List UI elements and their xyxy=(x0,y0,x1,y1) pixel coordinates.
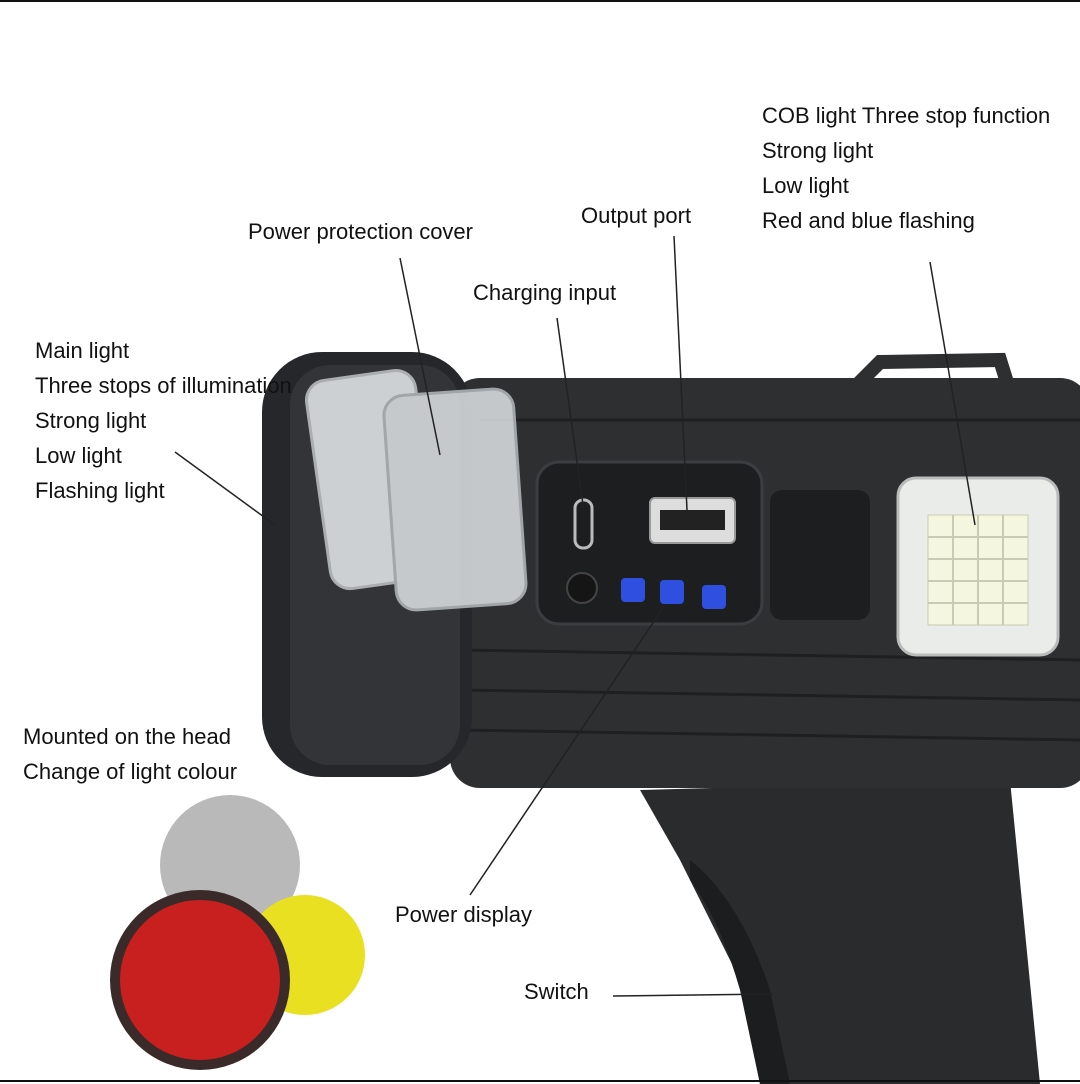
cob-label-line: Strong light xyxy=(762,138,874,163)
main-light-line: Low light xyxy=(35,443,122,468)
indicator-1 xyxy=(621,578,645,602)
main-light-line: Strong light xyxy=(35,408,147,433)
power-cover-label: Power protection cover xyxy=(248,219,473,244)
main-light-line: Flashing light xyxy=(35,478,165,503)
main-light-line: Main light xyxy=(35,338,130,363)
cob-label-line: Red and blue flashing xyxy=(762,208,975,233)
indicator-3 xyxy=(702,585,726,609)
bottom-border xyxy=(0,1080,1080,1082)
handle xyxy=(640,780,1040,1084)
cob-label-line: COB light Three stop function xyxy=(762,103,1051,128)
power-display-label: Power display xyxy=(395,902,532,927)
power-button xyxy=(566,572,598,604)
top-border xyxy=(0,0,1080,2)
power-protection-cover xyxy=(304,369,528,612)
head-mount-label: Mounted on the head Change of light colo… xyxy=(23,719,237,789)
switch-label: Switch xyxy=(524,979,589,1004)
filter-red xyxy=(110,890,290,1070)
indicator-2 xyxy=(660,580,684,604)
cob-label-line: Low light xyxy=(762,173,849,198)
carry-handle xyxy=(845,352,1017,397)
body-ribs xyxy=(459,418,1080,742)
charging-input-label: Charging input xyxy=(473,280,617,305)
switch-trigger xyxy=(690,860,790,1084)
cob-led-grid xyxy=(928,515,1028,625)
output-port-label: Output port xyxy=(581,203,692,228)
main-light-line: Three stops of illumination xyxy=(35,373,292,398)
main-light-label: Main light Three stops of illumination S… xyxy=(35,333,292,508)
head-mount-line: Change of light colour xyxy=(23,759,238,784)
head-mount-line: Mounted on the head xyxy=(23,724,231,749)
usb-c-port xyxy=(573,498,594,550)
side-block xyxy=(770,490,870,620)
usb-a-port-inner xyxy=(660,510,725,530)
leader-lines xyxy=(174,235,976,997)
cob-light-label: COB light Three stop function Strong lig… xyxy=(762,98,1050,238)
